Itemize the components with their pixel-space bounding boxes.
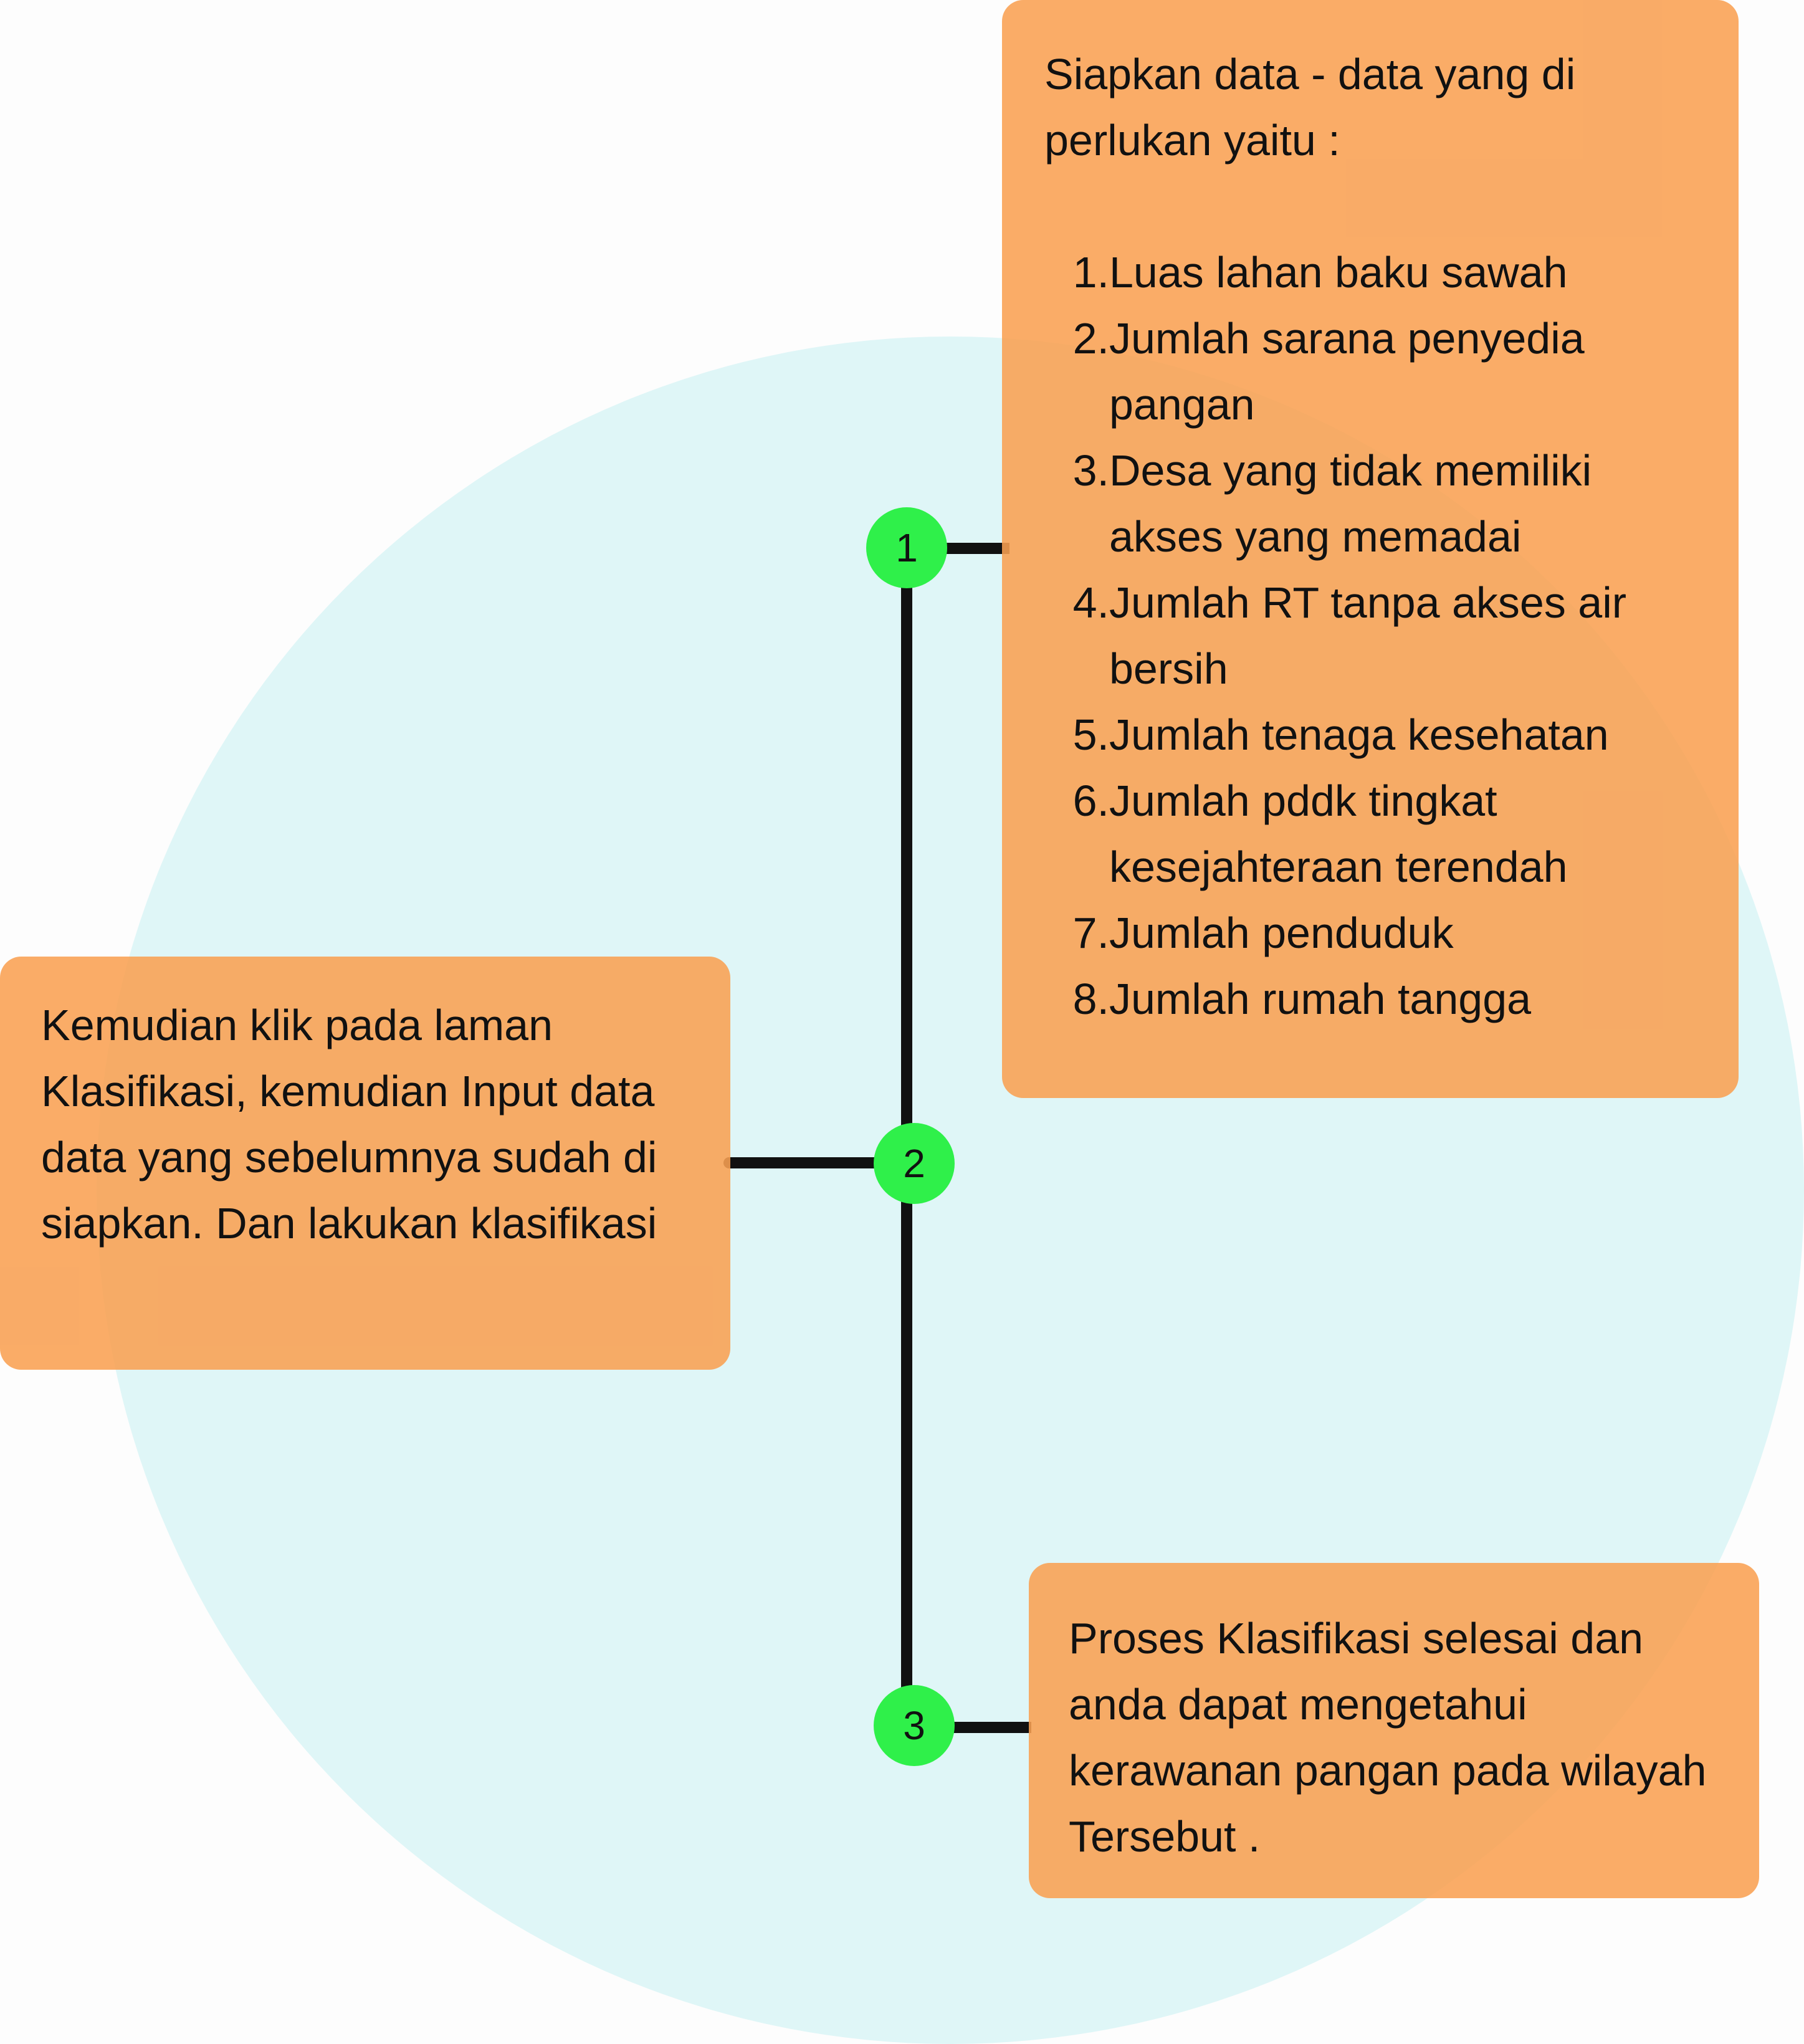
list-item: 5.Jumlah tenaga kesehatan (1044, 702, 1701, 768)
list-item-text: Jumlah tenaga kesehatan (1109, 710, 1609, 759)
list-item-text: Jumlah sarana penyedia pangan (1109, 314, 1585, 429)
list-item-text: Desa yang tidak memiliki akses yang mema… (1109, 446, 1592, 561)
list-item: 3.Desa yang tidak memiliki akses yang me… (1044, 437, 1701, 570)
required-data-list: 1.Luas lahan baku sawah 2.Jumlah sarana … (1044, 239, 1701, 1032)
step-1-intro: Siapkan data - data yang di perlukan yai… (1044, 50, 1576, 165)
list-item-text: Jumlah penduduk (1109, 909, 1454, 957)
list-item-number: 8. (1072, 975, 1109, 1023)
list-item-text: Luas lahan baku sawah (1109, 248, 1568, 297)
list-item-number: 6. (1072, 776, 1109, 825)
step-2-box: Kemudian klik pada laman Klasifikasi, ke… (0, 957, 730, 1370)
list-item: 4.Jumlah RT tanpa akses air bersih (1044, 570, 1701, 702)
step-1-node: 1 (866, 507, 947, 588)
list-item: 1.Luas lahan baku sawah (1044, 239, 1701, 305)
step-1-box: Siapkan data - data yang di perlukan yai… (1002, 0, 1739, 1098)
list-item: 8.Jumlah rumah tangga (1044, 966, 1701, 1032)
list-item-number: 1. (1072, 248, 1109, 297)
step-3-node: 3 (874, 1685, 955, 1766)
list-item-text: Jumlah rumah tangga (1109, 975, 1532, 1023)
step-1-number: 1 (895, 525, 918, 570)
step-2-text: Kemudian klik pada laman Klasifikasi, ke… (41, 1001, 657, 1248)
list-item-number: 3. (1072, 446, 1109, 495)
list-item-text: Jumlah pddk tingkat kesejahteraan terend… (1109, 776, 1568, 891)
step-2-number: 2 (903, 1141, 925, 1186)
list-item-number: 5. (1072, 710, 1109, 759)
list-item: 6.Jumlah pddk tingkat kesejahteraan tere… (1044, 768, 1701, 900)
list-item-number: 7. (1072, 909, 1109, 957)
list-item-number: 2. (1072, 314, 1109, 363)
step-3-text: Proses Klasifikasi selesai dan anda dapa… (1069, 1614, 1707, 1861)
step-2-node: 2 (874, 1123, 955, 1204)
step-3-number: 3 (903, 1703, 925, 1748)
list-item: 7.Jumlah penduduk (1044, 900, 1701, 966)
list-item-number: 4. (1072, 578, 1109, 627)
list-item: 2.Jumlah sarana penyedia pangan (1044, 305, 1701, 437)
list-item-text: Jumlah RT tanpa akses air bersih (1109, 578, 1627, 693)
step-3-box: Proses Klasifikasi selesai dan anda dapa… (1029, 1563, 1759, 1898)
